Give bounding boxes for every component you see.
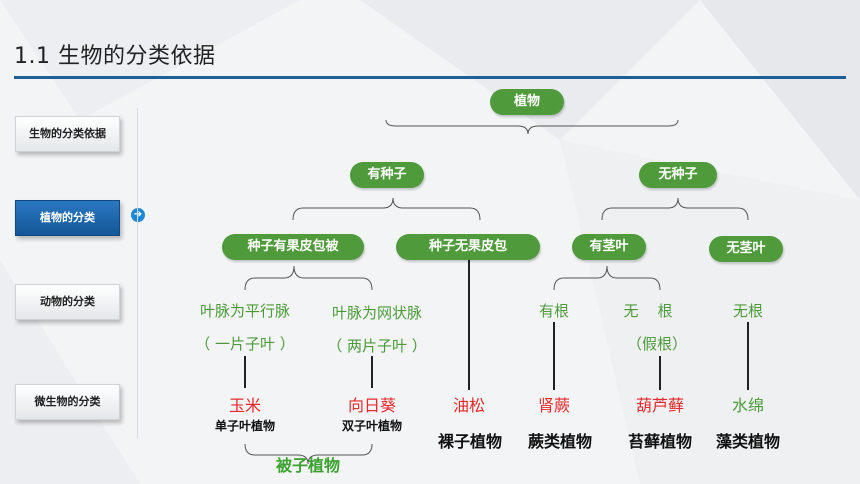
- dicot-cotyledon-text: （ 两片子叶 ）: [327, 337, 427, 355]
- sidebar-item-animal-classification[interactable]: 动物的分类: [15, 284, 120, 320]
- moss-false-root-text: （假根）: [626, 335, 687, 353]
- sidebar-item-plant-classification[interactable]: 植物的分类: [15, 200, 120, 236]
- monocot-cotyledon-text: （ 一片子叶 ）: [195, 335, 295, 353]
- group-dicots: 双子叶植物: [341, 419, 402, 433]
- example-corn: 玉米: [228, 396, 261, 415]
- sidebar-item-classification-basis[interactable]: 生物的分类依据: [15, 116, 120, 152]
- example-sunflower: 向日葵: [347, 396, 396, 415]
- moss-root-text: 无 根: [623, 302, 673, 320]
- group-mosses: 苔藓植物: [627, 432, 692, 451]
- sidebar-item-microbe-classification[interactable]: 微生物的分类: [15, 384, 120, 420]
- title-underline: [14, 76, 846, 79]
- monocot-vein-text: 叶脉为平行脉: [199, 302, 290, 320]
- page-title: 1.1 生物的分类依据: [14, 44, 216, 69]
- fern-root-text: 有根: [538, 302, 569, 320]
- example-pine: 油松: [452, 396, 485, 415]
- sidebar-divider: [137, 108, 138, 438]
- node-plants: 植物: [490, 89, 564, 115]
- node-without-stem-leaf: 无茎叶: [709, 236, 783, 262]
- algae-root-text: 无根: [732, 302, 763, 320]
- node-seed-covered: 种子有果皮包被: [222, 234, 364, 260]
- node-without-seeds: 无种子: [639, 162, 717, 188]
- dicot-vein-text: 叶脉为网状脉: [331, 304, 422, 322]
- node-with-stem-leaf: 有茎叶: [572, 234, 646, 260]
- node-with-seeds: 有种子: [350, 162, 424, 188]
- group-angiosperms: 被子植物: [275, 456, 340, 475]
- example-sword-fern: 肾蕨: [537, 396, 570, 415]
- group-algae: 藻类植物: [715, 432, 780, 451]
- example-funaria: 葫芦藓: [635, 396, 684, 415]
- example-spirogyra: 水绵: [731, 396, 764, 415]
- node-seed-uncovered: 种子无果皮包: [396, 234, 540, 260]
- group-monocots: 单子叶植物: [214, 419, 275, 433]
- group-gymnosperms: 裸子植物: [437, 432, 502, 451]
- group-ferns: 蕨类植物: [527, 432, 592, 451]
